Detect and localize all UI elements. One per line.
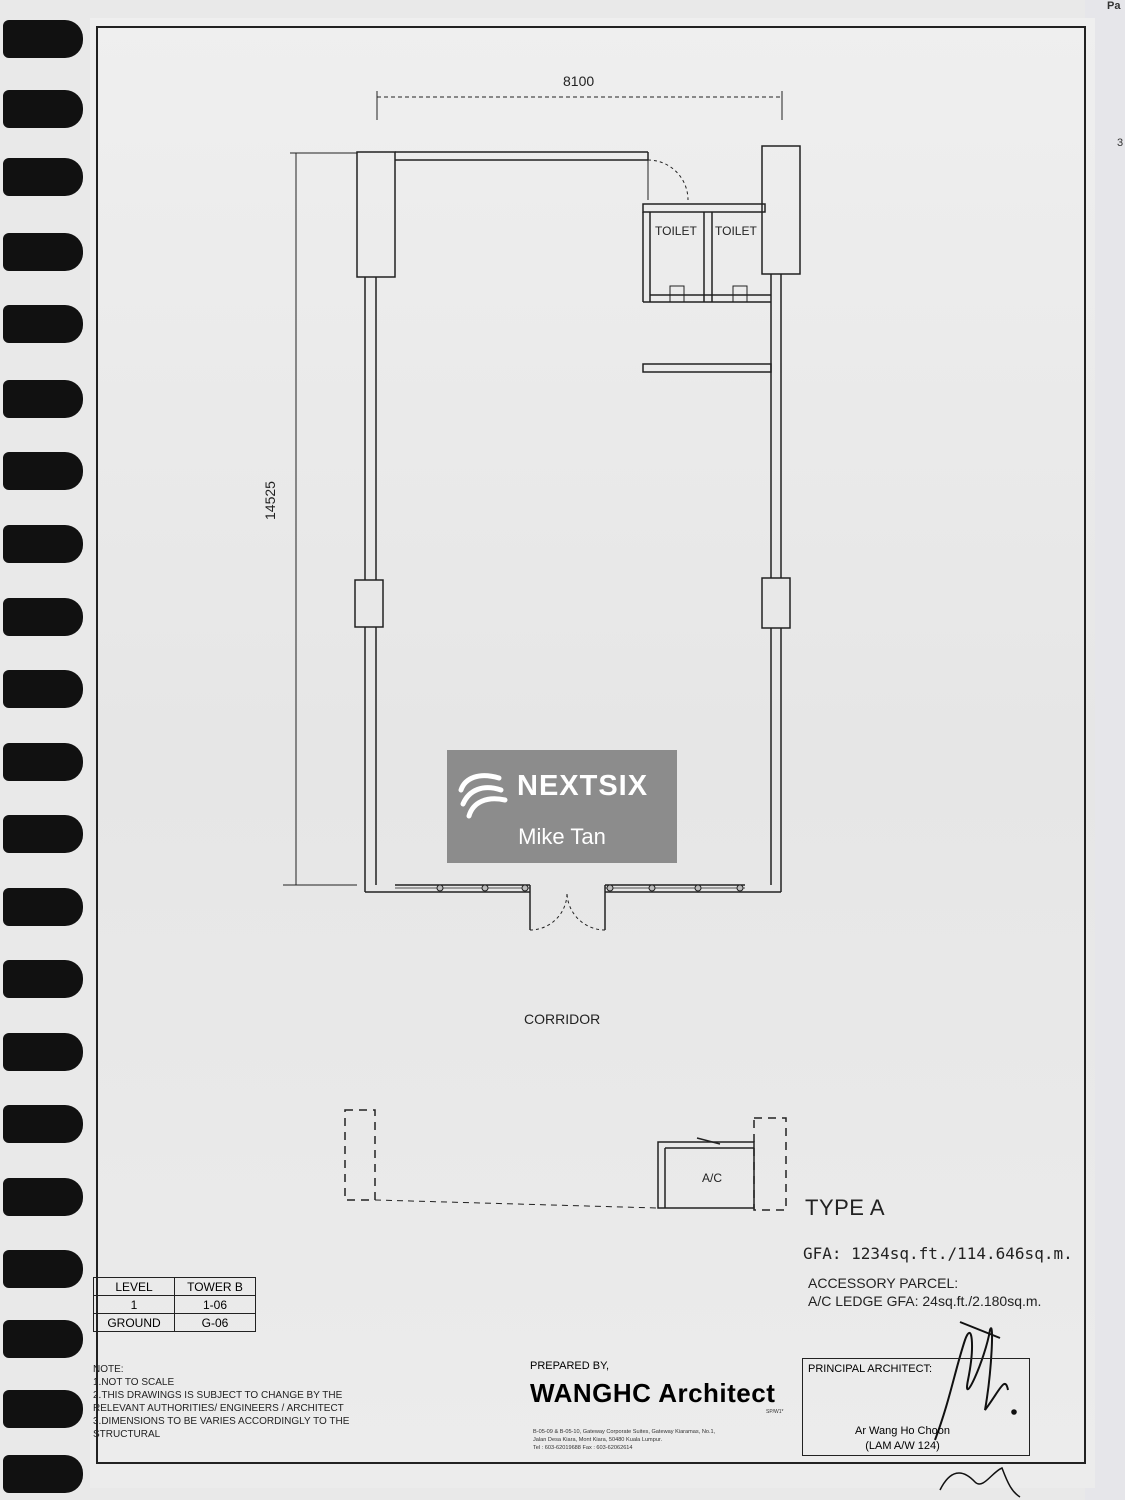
prepared-by-label: PREPARED BY, [530,1360,610,1372]
edge-page-label: Pa [1107,0,1121,12]
binder-ring [3,20,83,58]
note-line: 3.DIMENSIONS TO BE VARIES ACCORDINGLY TO… [93,1416,350,1427]
signature-scribble [934,1321,1017,1441]
column [356,151,396,278]
toilet-door [732,285,748,303]
binder-ring [3,815,83,853]
toilet-top-wall [642,203,766,213]
partition-wall [642,363,772,373]
binder-ring [3,233,83,271]
ac-ledge [657,1141,755,1209]
principal-architect-name-block: Ar Wang Ho Choon (LAM A/W 124) [855,1424,950,1454]
table-cell: G-06 [174,1313,256,1332]
architect-registration: (LAM A/W 124) [865,1440,940,1452]
table-header-cell: TOWER B [174,1277,256,1296]
address-line: Jalan Desa Kiara, Mont Kiara, 50480 Kual… [533,1437,663,1443]
width-dimension-label: 8100 [563,73,595,89]
binder-ring [3,1455,83,1493]
height-dimension-label: 14525 [262,481,278,520]
principal-architect-label: PRINCIPAL ARCHITECT: [808,1363,933,1375]
initials-scribble [939,1467,1021,1498]
drawing-border [96,26,1086,1464]
column [761,145,801,275]
binder-ring [3,598,83,636]
watermark: NEXTSIX Mike Tan [447,750,677,863]
firm-registration: SP/W1* [766,1409,784,1415]
toilet-label-left: TOILET [655,224,697,238]
binder-ring [3,452,83,490]
level-table: LEVEL TOWER B 1 1-06 GROUND G-06 [93,1277,256,1332]
entrance-door-swing [529,892,568,931]
nextsix-logo-icon [458,773,508,819]
table-header-cell: LEVEL [93,1277,175,1296]
note-line: STRUCTURAL [93,1429,161,1440]
binder-ring [3,743,83,781]
binder-ring [3,380,83,418]
binder-ring [3,305,83,343]
binder-ring [3,888,83,926]
binder-ring [3,1033,83,1071]
binder-ring [3,1320,83,1358]
notes-block: NOTE: 1.NOT TO SCALE 2.THIS DRAWINGS IS … [93,1363,349,1441]
binder-ring [3,1105,83,1143]
door-swing [647,159,689,201]
binder-ring [3,1178,83,1216]
toilet-door [669,285,685,303]
binder-ring [3,90,83,128]
binder-ring [3,158,83,196]
principal-architect-box [802,1358,1030,1456]
address-line: Tel : 603-62019688 Fax : 603-62062614 [533,1445,633,1451]
watermark-agent-name: Mike Tan [518,824,606,849]
table-row: 1 1-06 [93,1295,256,1314]
column [761,577,791,629]
dashed-column [344,1109,376,1201]
architect-name: Ar Wang Ho Choon [855,1425,950,1437]
table-cell: 1-06 [174,1295,256,1314]
edge-side-mark: 3 [1117,137,1124,149]
note-line: 2.THIS DRAWINGS IS SUBJECT TO CHANGE BY … [93,1390,343,1401]
note-line: RELEVANT AUTHORITIES/ ENGINEERS / ARCHIT… [93,1403,344,1414]
ac-ledge-label: A/C [702,1171,723,1185]
unit-type-label: TYPE A [805,1195,886,1220]
gfa-label: GFA: 1234sq.ft./114.646sq.m. [803,1244,1073,1263]
binder-ring [3,960,83,998]
firm-address: B-05-09 & B-05-10, Gateway Corporate Sui… [533,1428,715,1452]
toilet-label-right: TOILET [715,224,757,238]
firm-name: WANGHC Architect [530,1378,776,1408]
binder-ring [3,1390,83,1428]
corridor-label: CORRIDOR [524,1011,601,1027]
entrance-door-swing [566,892,606,931]
notes-title: NOTE: [93,1364,124,1375]
table-cell: 1 [93,1295,175,1314]
binder-ring [3,670,83,708]
dashed-column [753,1117,787,1211]
address-line: B-05-09 & B-05-10, Gateway Corporate Sui… [533,1429,716,1435]
binder-ring [3,525,83,563]
ac-ledge-gfa-label: A/C LEDGE GFA: 24sq.ft./2.180sq.m. [808,1293,1042,1309]
table-header-row: LEVEL TOWER B [93,1277,256,1296]
note-line: 1.NOT TO SCALE [93,1377,175,1388]
accessory-parcel-label: ACCESSORY PARCEL: [808,1275,959,1291]
table-cell: GROUND [93,1313,175,1332]
table-row: GROUND G-06 [93,1313,256,1332]
binder-ring [3,1250,83,1288]
column [354,579,384,628]
watermark-brand: NEXTSIX [517,770,649,802]
